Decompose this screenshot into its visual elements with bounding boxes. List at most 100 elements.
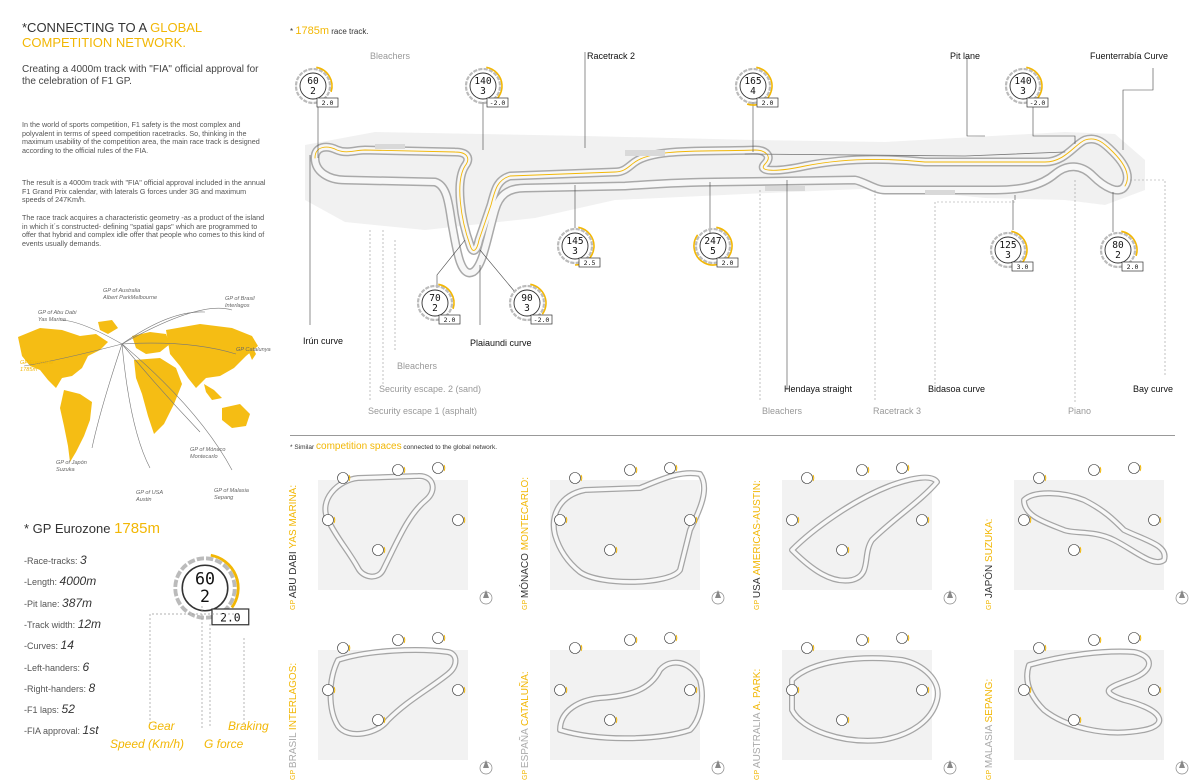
gauge-tick bbox=[326, 91, 331, 97]
label-bleachers-mid: Bleachers bbox=[397, 361, 438, 371]
mini-gauge-arc bbox=[333, 516, 336, 524]
mini-gauge bbox=[432, 632, 444, 644]
mini-gauge bbox=[1148, 684, 1160, 696]
gauge-face bbox=[181, 564, 229, 612]
gauge-tick bbox=[498, 86, 502, 91]
gauge-tick bbox=[298, 95, 304, 101]
mini-gauge bbox=[1068, 544, 1080, 556]
gauge-face bbox=[699, 232, 727, 260]
circuit-ground bbox=[318, 480, 468, 590]
mini-gauge-arc bbox=[463, 516, 466, 524]
gauge-tick bbox=[556, 241, 560, 246]
gauge-gear: 3 bbox=[1005, 250, 1011, 261]
mini-gauge-arc bbox=[695, 516, 698, 524]
map-connection-lines bbox=[23, 307, 237, 471]
gauge-gear: 2 bbox=[200, 587, 210, 606]
gauge-gforce: 2.0 bbox=[1127, 263, 1139, 271]
label-bleachers-top: Bleachers bbox=[370, 51, 411, 61]
gauge-tick bbox=[465, 75, 470, 81]
world-map-continents bbox=[18, 320, 258, 462]
stat-row: -Curves: 14 bbox=[24, 638, 74, 653]
mini-gauge-arc bbox=[867, 466, 870, 474]
gauge-gforce-box bbox=[1011, 261, 1034, 272]
gauge-tick bbox=[698, 255, 704, 261]
gauge-fill-arc bbox=[530, 283, 547, 315]
gauge-tick bbox=[522, 284, 527, 288]
circuit-label: GP AUSTRALIA A. PARK: bbox=[752, 668, 763, 780]
legend-leader-lines bbox=[149, 606, 245, 728]
gauge-gforce-box bbox=[1026, 97, 1049, 108]
north-arrow-icon bbox=[1179, 590, 1185, 598]
gauge-tick bbox=[734, 81, 738, 86]
mini-gauge bbox=[604, 714, 616, 726]
gauge-gear: 2 bbox=[1115, 250, 1121, 261]
gauge-face bbox=[1104, 236, 1132, 264]
gauge-tick bbox=[1003, 231, 1008, 235]
mini-gauge-arc bbox=[867, 636, 870, 644]
gauge-tick bbox=[1133, 245, 1137, 250]
gauge-tick bbox=[1023, 67, 1028, 71]
mini-gauge bbox=[896, 462, 908, 474]
gauge-tick bbox=[738, 95, 744, 101]
circuit-surface bbox=[323, 474, 435, 579]
gauge-speed: 90 bbox=[521, 293, 533, 304]
gauge-tick bbox=[542, 303, 546, 308]
mini-gauge bbox=[786, 684, 798, 696]
mini-gauge bbox=[684, 514, 696, 526]
gauge-tick bbox=[1028, 68, 1034, 73]
gauge-tick bbox=[498, 81, 502, 86]
gauge-tick bbox=[989, 250, 993, 255]
mini-gauge-arc bbox=[348, 474, 351, 482]
stat-row: -Pit lane: 387m bbox=[24, 595, 93, 610]
gauge-tick bbox=[298, 71, 304, 77]
north-arrow-icon bbox=[483, 760, 489, 768]
gauge-tick bbox=[695, 235, 700, 241]
gauge-speed: 80 bbox=[1112, 240, 1124, 251]
label-irun-curve: Irún curve bbox=[303, 336, 344, 346]
gauge-tick bbox=[1100, 255, 1105, 261]
circuit-ground bbox=[782, 650, 932, 760]
gauge-tick bbox=[698, 231, 704, 237]
gauge-tick bbox=[1113, 265, 1118, 269]
mini-gauge-arc bbox=[1079, 716, 1082, 724]
label-security-escape-2: Security escape. 2 (sand) bbox=[379, 384, 482, 394]
label-racetrack-3: Racetrack 3 bbox=[873, 406, 922, 416]
mini-gauge-arc bbox=[463, 686, 466, 694]
circuit-label: GP USA AMERICAS-AUSTIN: bbox=[752, 480, 763, 610]
gauge-tick bbox=[326, 75, 331, 81]
mini-gauge bbox=[624, 634, 636, 646]
gauge-tick bbox=[735, 75, 740, 81]
circuit-diagram bbox=[1014, 632, 1189, 775]
gauge-fill-arc bbox=[746, 66, 773, 106]
south-america bbox=[60, 390, 92, 462]
gauge-tick bbox=[205, 556, 214, 562]
circuit-label: GP MALASIA SEPANG: bbox=[984, 678, 995, 780]
gauge-tick bbox=[1123, 232, 1129, 237]
mini-gauge bbox=[1148, 514, 1160, 526]
mini-gauge-arc bbox=[1079, 546, 1082, 554]
gauge-tick bbox=[532, 285, 538, 290]
gauge-tick bbox=[492, 71, 498, 77]
bleacher-blocks bbox=[375, 144, 955, 195]
gauge-tick bbox=[328, 86, 332, 91]
gauge-tick bbox=[557, 251, 562, 257]
gauge-tick bbox=[1103, 235, 1109, 241]
gauge-tick bbox=[228, 570, 235, 579]
gauge-tick bbox=[1118, 231, 1123, 235]
gauge-speed: 145 bbox=[566, 236, 583, 247]
mini-gauge-arc bbox=[403, 636, 406, 644]
circuit-diagram bbox=[318, 632, 493, 775]
gauge-tick bbox=[993, 235, 999, 241]
gauge-tick bbox=[738, 71, 744, 77]
gauge-tick bbox=[1038, 86, 1042, 91]
